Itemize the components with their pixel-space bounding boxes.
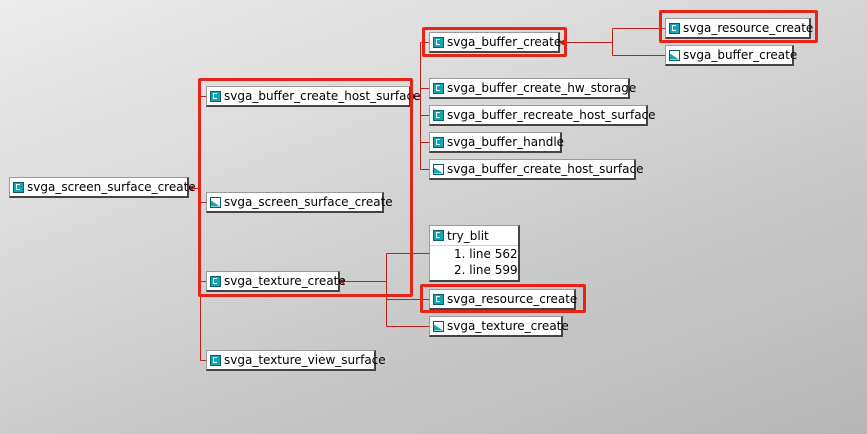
connector-root-trunk bbox=[188, 96, 207, 361]
node-svga-buffer-create[interactable]: svga_buffer_create bbox=[429, 32, 562, 53]
node-svga-buffer-create-host-surface[interactable]: svga_buffer_create_host_surface bbox=[206, 86, 420, 107]
node-try-blit[interactable]: try_blit 1. line 562 2. line 599 bbox=[429, 225, 520, 282]
node-svga-buffer-create-hw-storage[interactable]: svga_buffer_create_hw_storage bbox=[429, 78, 636, 99]
definition-icon bbox=[210, 354, 221, 366]
node-svga-texture-view-surface[interactable]: svga_texture_view_surface bbox=[206, 350, 386, 371]
node-label: svga_buffer_create_hw_storage bbox=[447, 81, 637, 95]
arrow-buffer-create bbox=[559, 39, 564, 46]
call-site-line[interactable]: 2. line 599 bbox=[454, 263, 518, 277]
node-label: try_blit bbox=[447, 228, 489, 243]
connector-texture-create bbox=[340, 253, 430, 327]
node-svga-texture-create-decl[interactable]: svga_texture_create bbox=[429, 316, 569, 337]
node-label: svga_buffer_create bbox=[447, 35, 562, 49]
node-label: svga_screen_surface_create bbox=[27, 180, 196, 194]
node-label: svga_buffer_handle bbox=[447, 135, 565, 149]
node-svga-buffer-recreate-host-surface[interactable]: svga_buffer_recreate_host_surface bbox=[429, 105, 656, 126]
definition-icon bbox=[433, 293, 444, 305]
declaration-icon bbox=[433, 320, 444, 332]
node-label: svga_buffer_create_host_surface bbox=[447, 162, 644, 176]
node-label: svga_buffer_create_host_surface bbox=[224, 89, 421, 103]
definition-icon bbox=[433, 109, 444, 121]
node-label: svga_resource_create bbox=[683, 21, 814, 35]
definition-icon bbox=[13, 181, 24, 193]
node-svga-buffer-create-decl[interactable]: svga_buffer_create bbox=[665, 45, 798, 66]
definition-icon bbox=[669, 22, 680, 34]
node-svga-screen-surface-create-root[interactable]: svga_screen_surface_create bbox=[9, 177, 196, 198]
node-label: svga_resource_create bbox=[447, 292, 578, 306]
node-svga-buffer-create-host-surface-decl[interactable]: svga_buffer_create_host_surface bbox=[429, 159, 643, 180]
node-label: svga_buffer_create bbox=[683, 48, 798, 62]
connector-host-surface bbox=[410, 42, 430, 170]
arrow-texture-create bbox=[339, 278, 344, 285]
node-svga-texture-create[interactable]: svga_texture_create bbox=[206, 271, 346, 292]
definition-icon bbox=[210, 275, 221, 287]
definition-icon bbox=[433, 230, 444, 241]
node-label: svga_texture_create bbox=[224, 274, 346, 288]
node-label: svga_texture_create bbox=[447, 319, 569, 333]
arrow-root bbox=[188, 185, 193, 192]
node-svga-buffer-handle[interactable]: svga_buffer_handle bbox=[429, 132, 565, 153]
definition-icon bbox=[210, 90, 221, 102]
declaration-icon bbox=[210, 196, 221, 208]
node-label: svga_screen_surface_create bbox=[224, 195, 393, 209]
call-site-line[interactable]: 1. line 562 bbox=[454, 247, 518, 261]
node-label: svga_buffer_recreate_host_surface bbox=[447, 108, 656, 122]
node-svga-resource-create-bottom[interactable]: svga_resource_create bbox=[429, 289, 578, 310]
node-svga-resource-create-top[interactable]: svga_resource_create bbox=[665, 18, 814, 39]
definition-icon bbox=[433, 36, 444, 48]
declaration-icon bbox=[433, 163, 444, 175]
definition-icon bbox=[433, 136, 444, 148]
connector-buffer-create bbox=[560, 28, 666, 56]
node-label: svga_texture_view_surface bbox=[224, 353, 386, 367]
node-try-blit-header: try_blit bbox=[430, 226, 518, 246]
node-svga-screen-surface-create-decl[interactable]: svga_screen_surface_create bbox=[206, 192, 393, 213]
definition-icon bbox=[433, 82, 444, 94]
declaration-icon bbox=[669, 49, 680, 61]
